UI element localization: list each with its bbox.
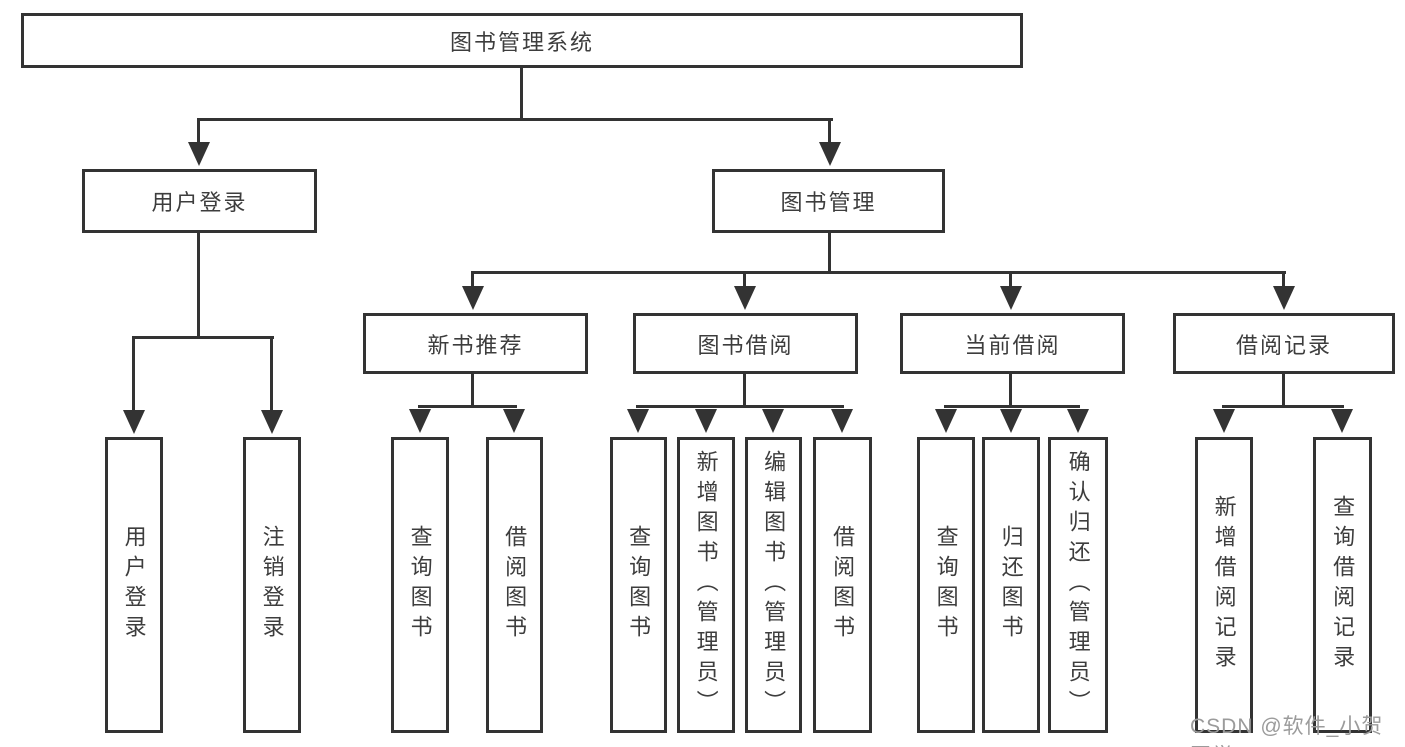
node-label: 编辑图书（管理员） [761, 450, 787, 720]
watermark: CSDN @软件_小贺同学 [1190, 715, 1384, 747]
connector-line [944, 405, 1080, 408]
node-label: 新书推荐 [427, 332, 524, 358]
leaf-add-books-admin: 新增图书（管理员） [677, 437, 735, 733]
leaf-query-books-borrowing: 查询图书 [610, 437, 667, 733]
arrow-down-icon [261, 410, 283, 434]
arrow-down-icon [123, 410, 145, 434]
arrow-down-icon [627, 409, 649, 433]
connector-line [471, 271, 1286, 274]
connector-line [1282, 271, 1285, 288]
connector-line [636, 405, 844, 408]
node-label: 查询图书 [933, 525, 959, 645]
connector-line [743, 271, 746, 288]
connector-line [132, 336, 274, 339]
node-label: 用户登录 [121, 525, 147, 645]
node-book-management: 图书管理 [712, 169, 945, 233]
connector-line [197, 118, 833, 121]
leaf-user-login: 用户登录 [105, 437, 163, 733]
arrow-down-icon [1000, 286, 1022, 310]
leaf-return-books: 归还图书 [982, 437, 1040, 733]
connector-line [197, 231, 200, 339]
node-label: 图书管理系统 [449, 29, 594, 55]
arrow-down-icon [935, 409, 957, 433]
node-new-book-recommendation: 新书推荐 [363, 313, 588, 374]
leaf-edit-books-admin: 编辑图书（管理员） [745, 437, 802, 733]
leaf-confirm-return-admin: 确认归还（管理员） [1048, 437, 1108, 733]
leaf-borrow-books: 借阅图书 [813, 437, 872, 733]
connector-line [1282, 372, 1285, 408]
leaf-add-borrow-record: 新增借阅记录 [1195, 437, 1253, 733]
connector-line [471, 271, 474, 288]
arrow-down-icon [1000, 409, 1022, 433]
connector-line [270, 336, 273, 412]
node-label: 借阅图书 [502, 525, 528, 645]
arrow-down-icon [762, 409, 784, 433]
connector-line [828, 118, 831, 144]
connector-line [743, 372, 746, 408]
arrow-down-icon [695, 409, 717, 433]
node-label: 查询借阅记录 [1330, 495, 1356, 675]
leaf-borrow-books-recommend: 借阅图书 [486, 437, 543, 733]
node-label: 用户登录 [151, 190, 248, 215]
node-label: 查询图书 [626, 525, 652, 645]
node-label: 新增图书（管理员） [693, 450, 719, 720]
node-borrowing-records: 借阅记录 [1173, 313, 1395, 374]
arrow-down-icon [503, 409, 525, 433]
node-user-login: 用户登录 [82, 169, 317, 233]
node-label: 借阅图书 [830, 525, 856, 645]
node-label: 归还图书 [998, 525, 1024, 645]
arrow-down-icon [734, 286, 756, 310]
leaf-query-books-recommend: 查询图书 [391, 437, 449, 733]
leaf-logout-login: 注销登录 [243, 437, 301, 733]
arrow-down-icon [1067, 409, 1089, 433]
node-label: 当前借阅 [964, 332, 1061, 358]
connector-line [418, 405, 517, 408]
arrow-down-icon [1273, 286, 1295, 310]
connector-line [828, 231, 831, 274]
arrow-down-icon [831, 409, 853, 433]
arrow-down-icon [409, 409, 431, 433]
leaf-query-borrow-record: 查询借阅记录 [1313, 437, 1372, 733]
connector-line [471, 372, 474, 408]
node-current-borrowing: 当前借阅 [900, 313, 1125, 374]
leaf-query-books-current: 查询图书 [917, 437, 975, 733]
arrow-down-icon [819, 142, 841, 166]
node-label: 新增借阅记录 [1211, 495, 1237, 675]
arrow-down-icon [1331, 409, 1353, 433]
node-library-management-system: 图书管理系统 [21, 13, 1023, 68]
connector-line [520, 66, 523, 121]
node-label: 图书借阅 [697, 332, 794, 358]
node-label: 确认归还（管理员） [1065, 450, 1091, 720]
connector-line [1009, 271, 1012, 288]
node-label: 图书管理 [780, 190, 877, 215]
connector-line [197, 118, 200, 144]
node-label: 注销登录 [259, 525, 285, 645]
connector-line [132, 336, 135, 412]
node-label: 查询图书 [407, 525, 433, 645]
connector-line [1009, 372, 1012, 408]
node-label: 借阅记录 [1235, 332, 1332, 358]
arrow-down-icon [188, 142, 210, 166]
arrow-down-icon [462, 286, 484, 310]
arrow-down-icon [1213, 409, 1235, 433]
node-book-borrowing: 图书借阅 [633, 313, 858, 374]
